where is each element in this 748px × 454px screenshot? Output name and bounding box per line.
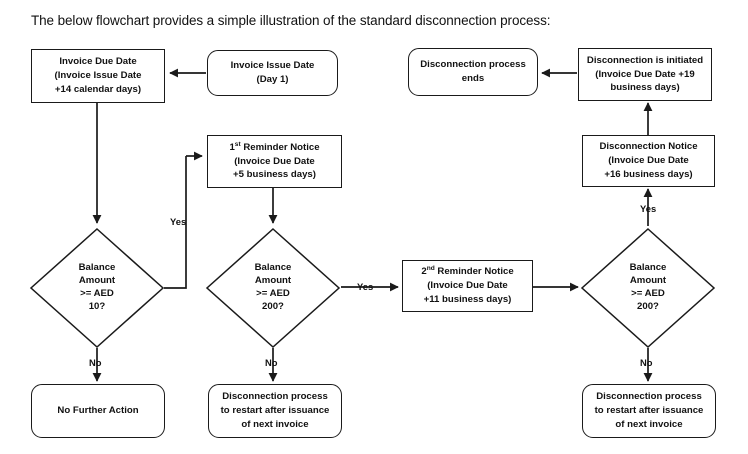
balance-10-line1: Balance bbox=[78, 262, 116, 274]
reminder-2-ordinal: 2 bbox=[421, 266, 427, 278]
edge-label-yes-balance-10: Yes bbox=[170, 216, 187, 227]
decision-balance-200-middle: Balance Amount >= AED 200? bbox=[205, 227, 341, 349]
restart-left-line3: of next invoice bbox=[241, 418, 309, 430]
restart-right-line3: of next invoice bbox=[615, 418, 683, 430]
disconnection-initiated-line3: business days) bbox=[610, 82, 680, 94]
balance-200-mid-line4: 200? bbox=[262, 300, 284, 312]
decision-balance-200-right: Balance Amount >= AED 200? bbox=[580, 227, 716, 349]
reminder-1-line2: (Invoice Due Date bbox=[234, 155, 315, 167]
restart-left-line1: Disconnection process bbox=[222, 391, 328, 403]
invoice-due-date-line2: (Invoice Issue Date bbox=[54, 70, 142, 82]
balance-10-line3: >= AED bbox=[80, 288, 114, 299]
balance-200-right-line2: Amount bbox=[629, 275, 667, 287]
disconnection-ends-line2: ends bbox=[461, 73, 485, 84]
node-no-further-action: No Further Action bbox=[31, 384, 165, 438]
node-disconnection-process-ends: Disconnection process ends bbox=[408, 48, 538, 96]
edge-label-yes-balance-200-right: Yes bbox=[640, 203, 657, 214]
disconnection-notice-line2: (Invoice Due Date bbox=[608, 155, 689, 167]
reminder-1-line1-rest: Reminder Notice bbox=[240, 141, 320, 153]
reminder-1-ordinal-suffix: st bbox=[234, 140, 241, 148]
balance-200-mid-line1: Balance bbox=[254, 262, 292, 274]
reminder-2-line2: (Invoice Due Date bbox=[427, 280, 508, 292]
invoice-due-date-line3: +14 calendar days) bbox=[54, 83, 142, 95]
disconnection-initiated-line2: (Invoice Due Date +19 bbox=[595, 68, 695, 80]
disconnection-initiated-line1: Disconnection is initiated bbox=[586, 54, 704, 66]
page-title: The below flowchart provides a simple il… bbox=[31, 13, 551, 28]
reminder-2-line1-rest: Reminder Notice bbox=[434, 266, 514, 278]
reminder-2-line3: +11 business days) bbox=[423, 293, 512, 305]
edge-label-yes-balance-200-mid: Yes bbox=[357, 281, 374, 292]
balance-10-line2: Amount bbox=[78, 275, 116, 287]
reminder-2-ordinal-suffix: nd bbox=[426, 264, 435, 272]
disconnection-notice-line3: +16 business days) bbox=[604, 168, 693, 180]
node-restart-left: Disconnection process to restart after i… bbox=[208, 384, 342, 438]
no-further-action-line1: No Further Action bbox=[57, 405, 139, 417]
invoice-due-date-line1: Invoice Due Date bbox=[59, 56, 137, 68]
decision-balance-10: Balance Amount >= AED 10? bbox=[29, 227, 165, 349]
diamond-shape bbox=[205, 227, 341, 349]
diamond-shape bbox=[580, 227, 716, 349]
reminder-1-ordinal: 1 bbox=[229, 141, 235, 153]
disconnection-ends-line1: Disconnection process bbox=[420, 59, 526, 71]
disconnection-notice-line1: Disconnection Notice bbox=[599, 141, 698, 153]
node-restart-right: Disconnection process to restart after i… bbox=[582, 384, 716, 438]
node-disconnection-notice: Disconnection Notice (Invoice Due Date +… bbox=[582, 135, 715, 187]
node-reminder-notice-2: 2nd Reminder Notice (Invoice Due Date +1… bbox=[402, 260, 533, 312]
balance-200-right-line1: Balance bbox=[629, 262, 667, 274]
node-invoice-due-date: Invoice Due Date (Invoice Issue Date +14… bbox=[31, 49, 165, 103]
balance-200-mid-line3: >= AED bbox=[256, 288, 290, 299]
balance-10-line4: 10? bbox=[88, 300, 106, 312]
node-reminder-notice-1: 1st Reminder Notice (Invoice Due Date +5… bbox=[207, 135, 342, 188]
diamond-shape bbox=[29, 227, 165, 349]
reminder-1-line3: +5 business days) bbox=[233, 169, 316, 181]
invoice-issue-date-line1: Invoice Issue Date bbox=[230, 60, 315, 72]
node-disconnection-initiated: Disconnection is initiated (Invoice Due … bbox=[578, 48, 712, 101]
edge-label-no-balance-200-right: No bbox=[640, 357, 653, 368]
balance-200-mid-line2: Amount bbox=[254, 275, 292, 287]
edge-label-no-balance-10: No bbox=[89, 357, 102, 368]
restart-left-line2: to restart after issuance bbox=[220, 405, 330, 417]
node-invoice-issue-date: Invoice Issue Date (Day 1) bbox=[207, 50, 338, 96]
balance-200-right-line3: >= AED bbox=[631, 288, 665, 299]
restart-right-line1: Disconnection process bbox=[596, 391, 702, 403]
restart-right-line2: to restart after issuance bbox=[594, 405, 704, 417]
invoice-issue-date-line2: (Day 1) bbox=[256, 74, 289, 85]
balance-200-right-line4: 200? bbox=[637, 300, 659, 312]
edge-label-no-balance-200-mid: No bbox=[265, 357, 278, 368]
